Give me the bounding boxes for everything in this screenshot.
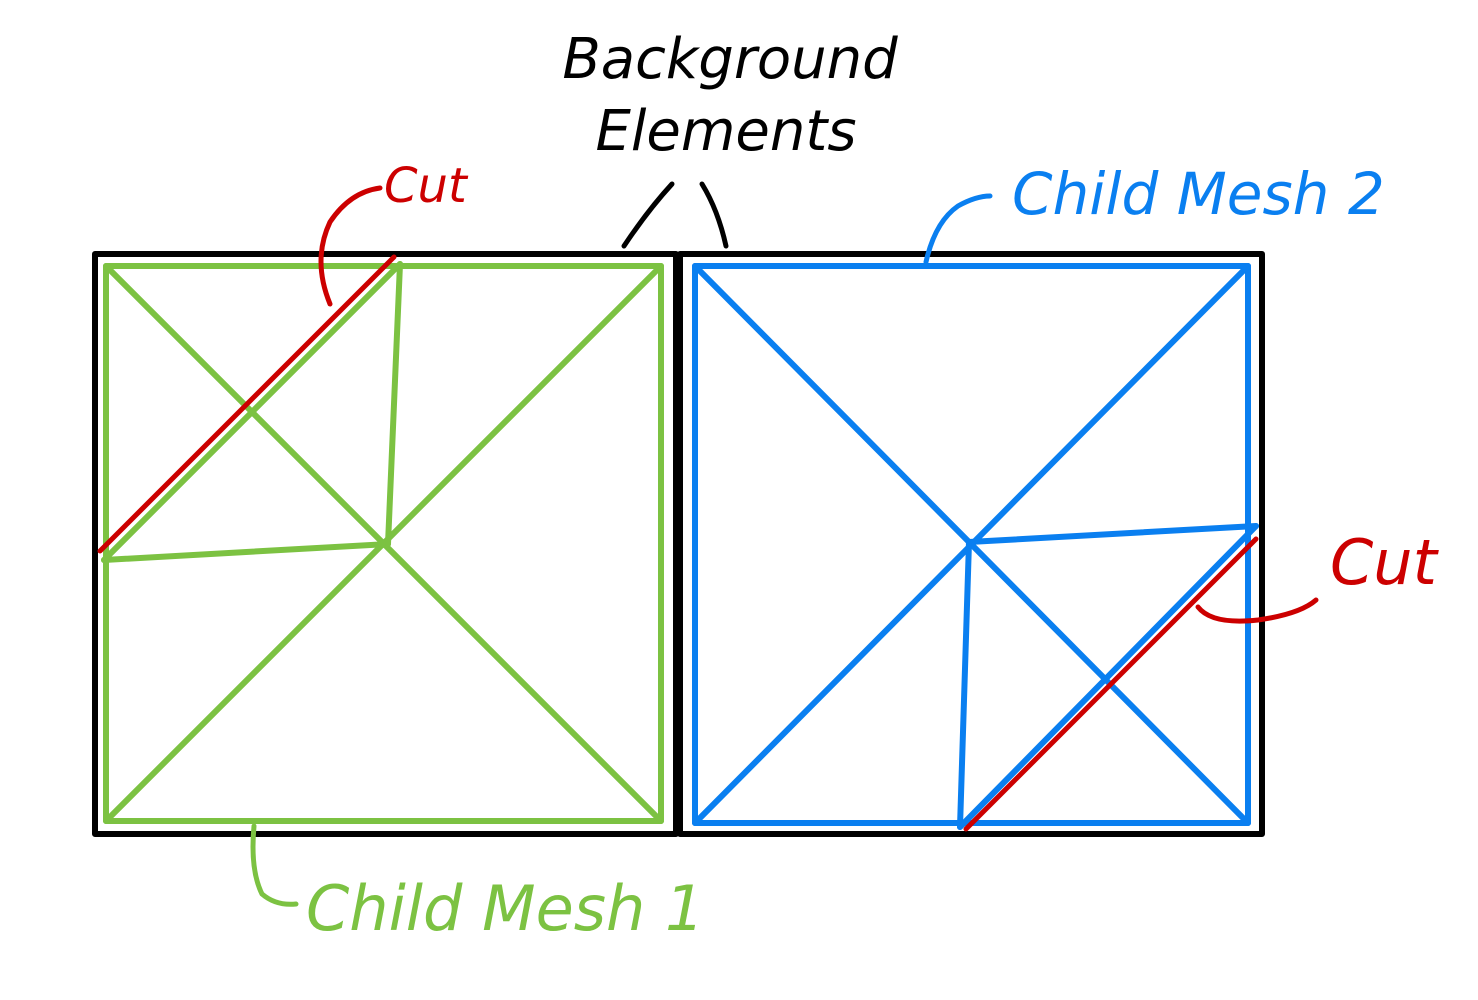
leader-background-left xyxy=(621,181,675,249)
leader-child-mesh-1 xyxy=(250,823,299,907)
child-mesh-1-edge xyxy=(101,541,391,563)
label-child-mesh-1: Child Mesh 1 xyxy=(306,872,705,945)
child-mesh-2-edge xyxy=(957,539,972,830)
background-elements xyxy=(92,251,1265,837)
leader-lines xyxy=(250,181,1319,907)
label-cut-right: Cut xyxy=(1330,526,1440,599)
label-cut-left: Cut xyxy=(384,158,469,214)
background-element-right xyxy=(677,251,1265,837)
leader-child-mesh-2 xyxy=(923,193,993,265)
label-background-elements-line1: Background xyxy=(562,27,898,92)
leader-background-right xyxy=(699,181,729,249)
background-element-left xyxy=(92,251,679,837)
child-mesh-2 xyxy=(692,263,1259,830)
leader-cut-right xyxy=(1195,597,1319,624)
label-background-elements-line2: Elements xyxy=(595,99,856,164)
cut-line-right xyxy=(963,536,1259,832)
child-mesh-1-edge xyxy=(101,261,403,563)
cut-line-left xyxy=(97,254,397,554)
label-child-mesh-2: Child Mesh 2 xyxy=(1012,160,1385,228)
leader-cut-left xyxy=(318,185,383,307)
child-mesh-2-edge xyxy=(966,523,1259,545)
child-mesh-2-edge xyxy=(957,523,1259,830)
cuts xyxy=(97,254,1259,832)
child-mesh-1 xyxy=(101,261,664,824)
child-mesh-1-edge xyxy=(385,261,403,547)
